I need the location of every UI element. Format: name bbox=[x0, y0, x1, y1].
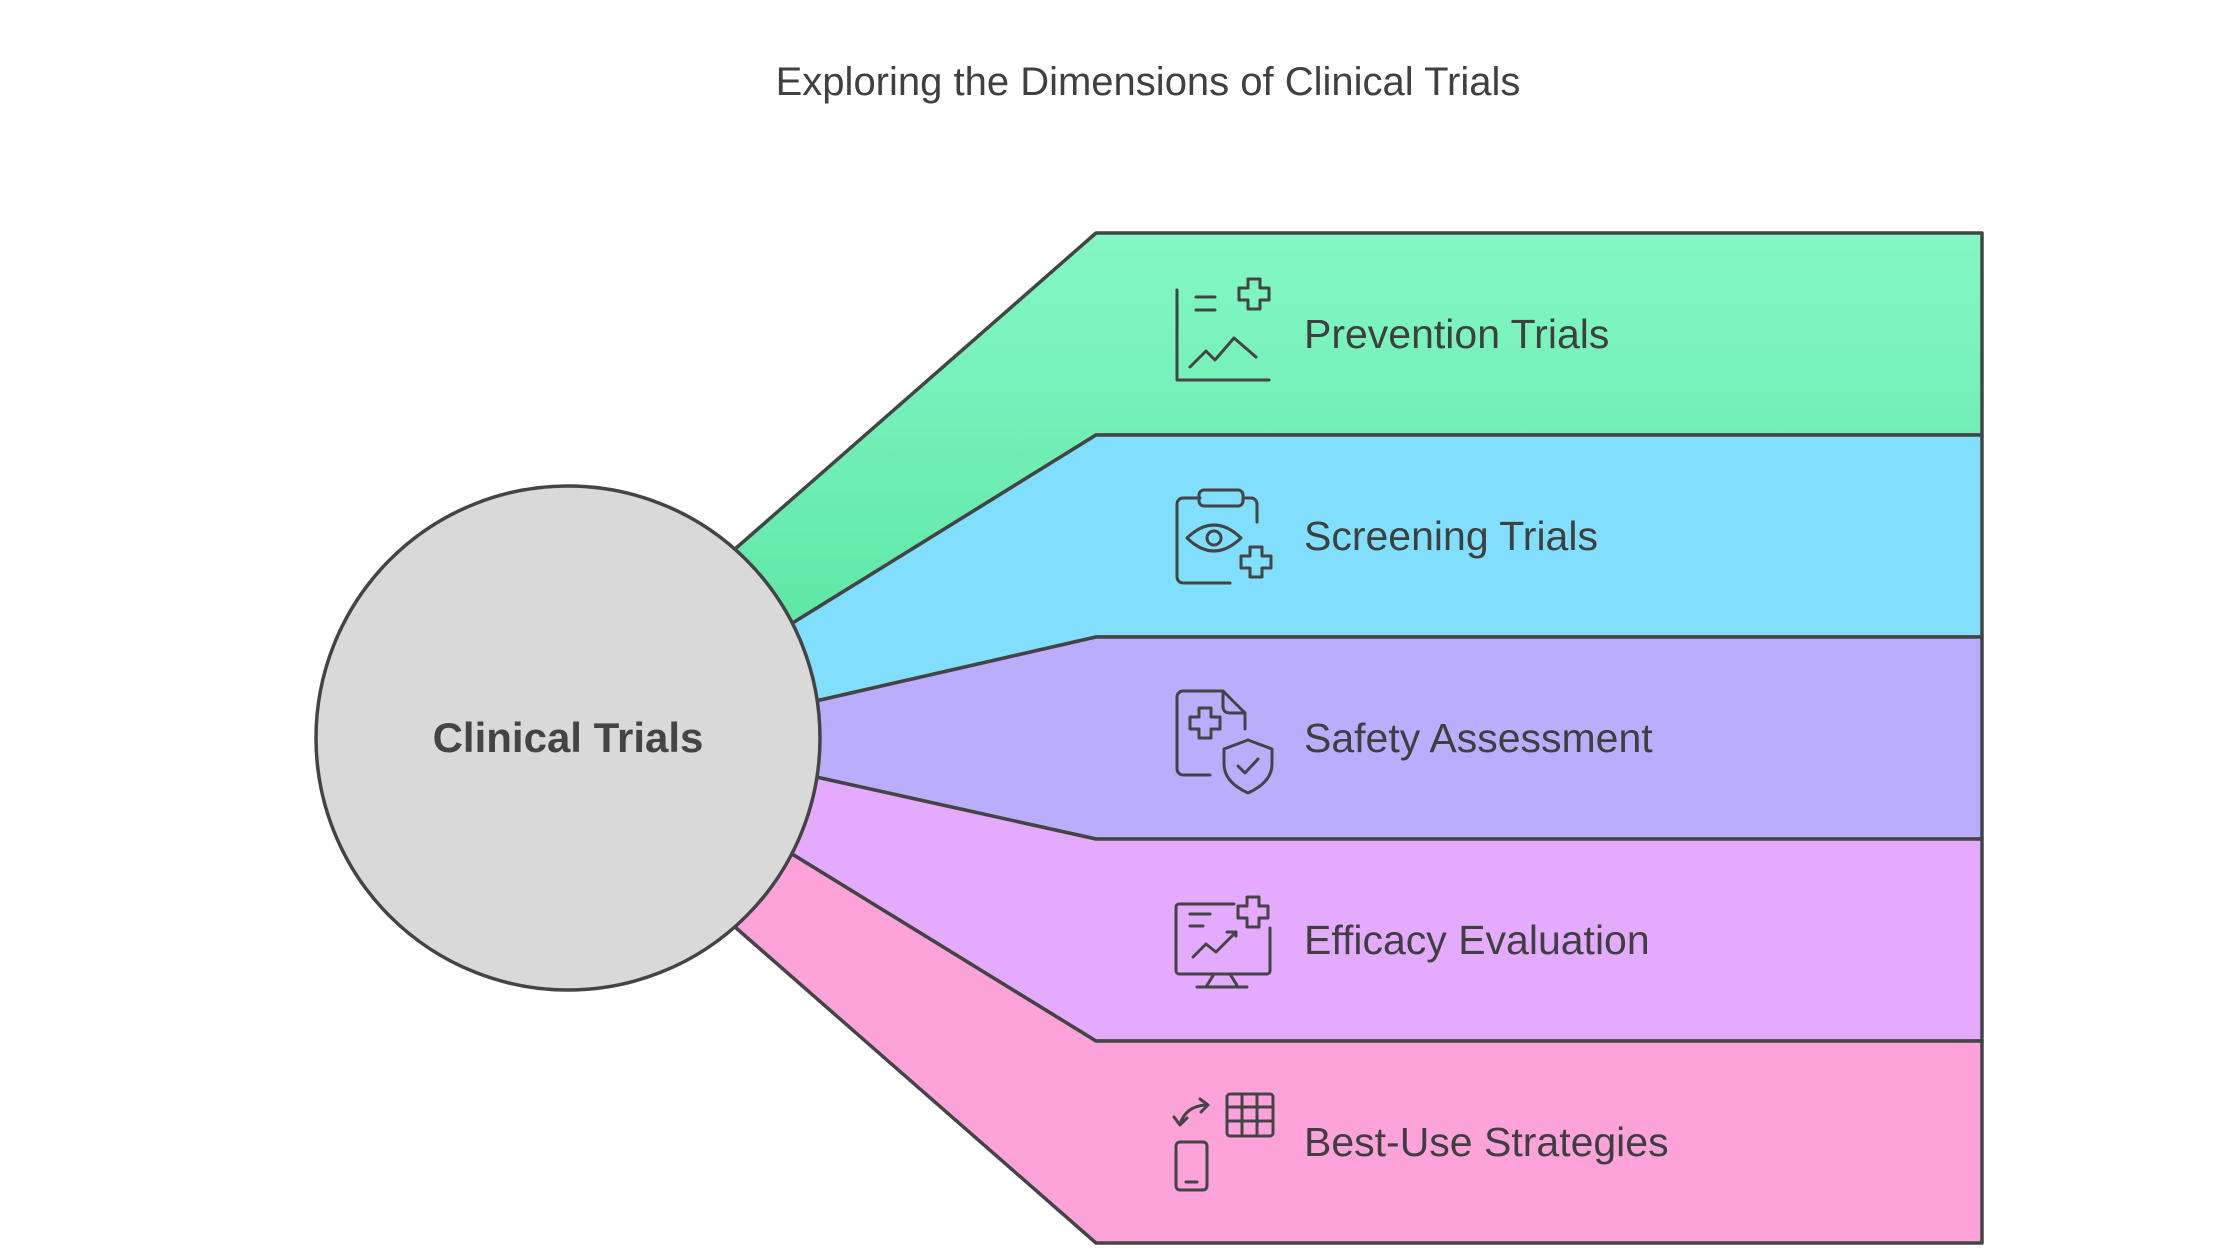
branch-safety-assessment: Safety Assessment bbox=[814, 635, 1984, 841]
branch-label-prevention-trials: Prevention Trials bbox=[1304, 311, 1609, 357]
diagram-title: Exploring the Dimensions of Clinical Tri… bbox=[776, 60, 1521, 104]
center-label: Clinical Trials bbox=[433, 714, 704, 761]
monitor-chart-cross-icon bbox=[1174, 895, 1272, 989]
document-cross-shield-icon bbox=[1175, 689, 1274, 795]
chart-medical-cross-icon bbox=[1175, 277, 1271, 382]
branch-best-use-strategies: Best-Use Strategies bbox=[733, 852, 1984, 1245]
branch-label-screening-trials: Screening Trials bbox=[1304, 513, 1598, 559]
clipboard-eye-cross-icon bbox=[1175, 488, 1273, 585]
branch-label-best-use-strategies: Best-Use Strategies bbox=[1304, 1119, 1669, 1165]
branch-label-efficacy-evaluation: Efficacy Evaluation bbox=[1304, 917, 1650, 963]
center-node: Clinical Trials bbox=[314, 484, 822, 992]
center-circle bbox=[314, 484, 822, 992]
phone-swap-table-icon bbox=[1172, 1092, 1275, 1192]
branch-label-safety-assessment: Safety Assessment bbox=[1304, 715, 1653, 761]
